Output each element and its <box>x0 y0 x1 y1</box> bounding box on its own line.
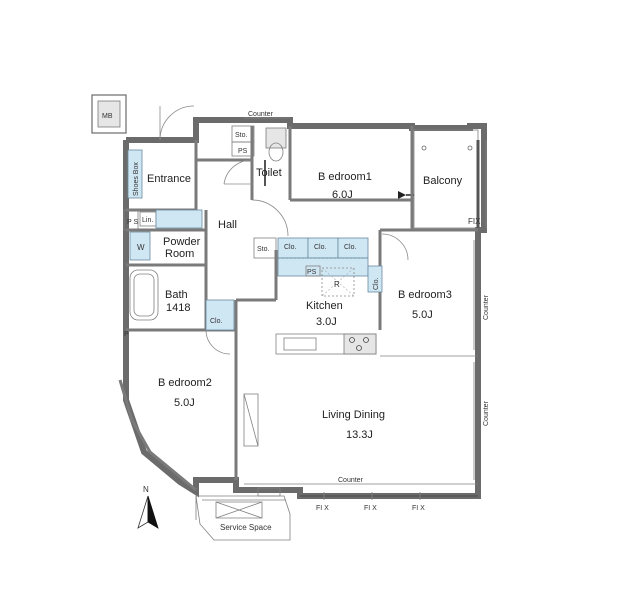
fix2-label: FI X <box>364 505 377 512</box>
balcony-area: Balcony FIX <box>398 129 487 229</box>
toilet-area: Counter Sto. PS Toilet <box>223 111 290 186</box>
counter-top-label: Counter <box>248 111 274 118</box>
powder-room-label-2: Room <box>165 248 194 260</box>
bath-label: Bath <box>165 289 188 301</box>
bedroom1-label: B edroom1 <box>318 171 372 183</box>
balcony-fix-label: FIX <box>468 217 481 226</box>
shoes-box-label: Shoes Box <box>133 162 140 196</box>
north-arrow: N <box>137 485 159 529</box>
bedroom3-label: B edroom3 <box>398 289 452 301</box>
closet-row: Sto. Clo. Clo. Clo. Clo. PS <box>253 237 383 293</box>
north-label: N <box>143 485 149 494</box>
mb-shaft: MB <box>91 94 127 134</box>
bedroom2-label: B edroom2 <box>158 377 212 389</box>
kitchen-room: R Kitchen 3.0J <box>275 267 377 355</box>
sto-top-label: Sto. <box>235 132 248 139</box>
living-dining-label: Living Dining <box>322 409 385 421</box>
kitchen-label: Kitchen <box>306 300 343 312</box>
fridge-label: R <box>334 280 340 289</box>
clo-side-label: Clo. <box>373 277 380 290</box>
bedroom2-area: 5.0J <box>174 397 195 409</box>
fix1-label: FI X <box>316 505 329 512</box>
service-space: Service Space <box>195 487 291 541</box>
washer-label: W <box>137 243 145 252</box>
counter-right1-label: Counter <box>483 294 490 320</box>
bedroom2-room: B edroom2 5.0J <box>158 377 212 409</box>
bottom-windows: FI X FI X FI X <box>300 492 478 512</box>
balcony-label: Balcony <box>423 175 463 187</box>
bedroom3-room: B edroom3 5.0J Counter <box>381 233 490 350</box>
ps-kitchen-label: PS <box>307 269 317 276</box>
living-dining-room: Living Dining 13.3J Counter Counter <box>243 362 490 485</box>
powder-room: P S Lin. W Powder Room <box>123 209 203 261</box>
counter-bottom-label: Counter <box>338 477 364 484</box>
fix3-label: FI X <box>412 505 425 512</box>
living-dining-area: 13.3J <box>346 429 373 441</box>
bedroom3-area: 5.0J <box>412 309 433 321</box>
service-space-label: Service Space <box>220 523 272 532</box>
ps-left-label: P S <box>127 219 138 226</box>
clo1-label: Clo. <box>284 244 297 251</box>
powder-room-label: Powder <box>163 236 201 248</box>
ps-top-label: PS <box>238 148 248 155</box>
p-small-label: P <box>124 331 129 338</box>
clo2-label: Clo. <box>314 244 327 251</box>
entrance-area: Shoes Box Entrance <box>127 105 195 199</box>
bedroom1-area: 6.0J <box>332 189 353 201</box>
lin-label: Lin. <box>142 217 153 224</box>
toilet-label: Toilet <box>256 167 282 179</box>
entrance-label: Entrance <box>147 173 191 185</box>
kitchen-area: 3.0J <box>316 316 337 328</box>
bath-room: Bath 1418 Clo. P <box>124 269 235 355</box>
bath-size: 1418 <box>166 302 190 314</box>
hall-label: Hall <box>218 219 237 231</box>
counter-right2-label: Counter <box>483 400 490 426</box>
bedroom1-room: B edroom1 6.0J <box>251 171 372 237</box>
clo-bath-label: Clo. <box>210 318 223 325</box>
sto-mid-label: Sto. <box>257 246 270 253</box>
clo3-label: Clo. <box>344 244 357 251</box>
mb-label: MB <box>102 113 113 120</box>
